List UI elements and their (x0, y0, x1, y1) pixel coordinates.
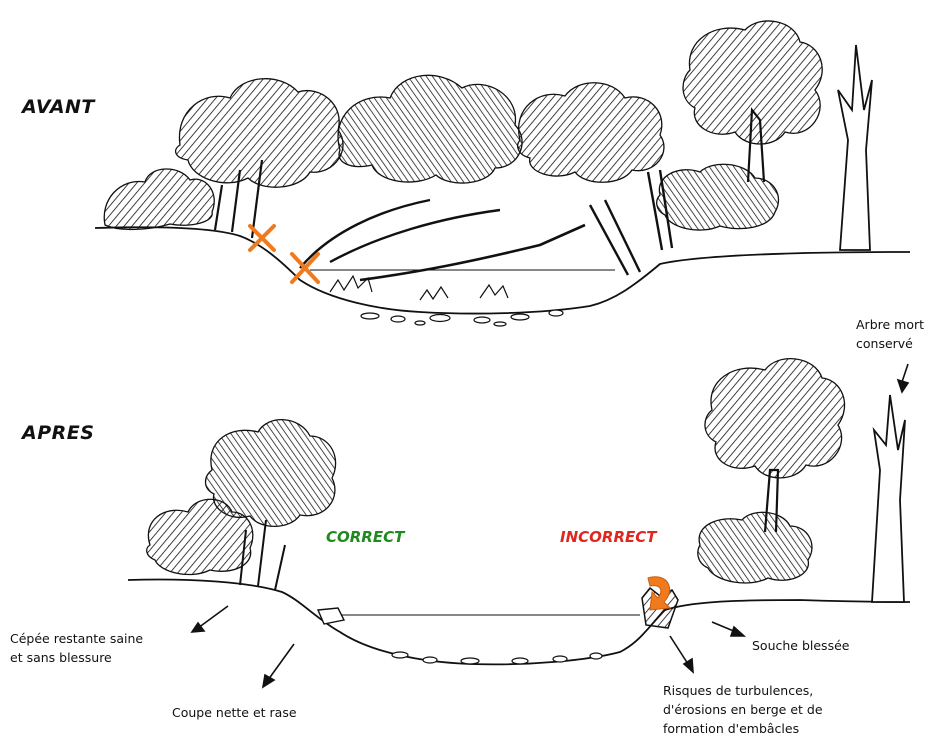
risks-annotation: Risques de turbulences, d'érosions en be… (663, 681, 823, 738)
dead-tree-annotation: Arbre mort conservé (856, 315, 924, 353)
clean-cut-stump (318, 608, 344, 624)
dead-tree-annotation-line1: Arbre mort (856, 315, 924, 334)
incorrect-label: INCORRECT (560, 528, 656, 546)
after-right-trees (642, 359, 905, 628)
dead-tree-annotation-line2: conservé (856, 334, 924, 353)
risks-annotation-line1: Risques de turbulences, (663, 681, 823, 700)
cut-mark-2 (292, 254, 318, 282)
arrow-clean-cut (263, 644, 294, 687)
correct-label: CORRECT (326, 528, 404, 546)
arrow-clump (192, 606, 228, 632)
risks-annotation-line2: d'érosions en berge et de (663, 700, 823, 719)
arrow-risks (670, 636, 693, 672)
before-title: AVANT (22, 96, 95, 118)
before-dead-tree (838, 45, 872, 250)
before-scene (95, 21, 910, 326)
clump-annotation-line2: et sans blessure (10, 648, 143, 667)
injured-stump-annotation: Souche blessée (752, 636, 849, 655)
risks-annotation-line3: formation d'embâcles (663, 719, 823, 738)
clump-annotation: Cépée restante saine et sans blessure (10, 629, 143, 667)
arrow-dead-tree (898, 364, 908, 392)
before-left-trees (104, 75, 778, 300)
after-left-clump (147, 420, 344, 624)
after-dead-tree (872, 395, 905, 602)
clump-annotation-line1: Cépée restante saine (10, 629, 143, 648)
before-cut-marks (250, 226, 318, 282)
arrow-injured-stump (712, 622, 744, 636)
after-riverbed-stones (392, 652, 602, 664)
clean-cut-annotation: Coupe nette et rase (172, 703, 297, 722)
after-title: APRES (22, 422, 94, 444)
